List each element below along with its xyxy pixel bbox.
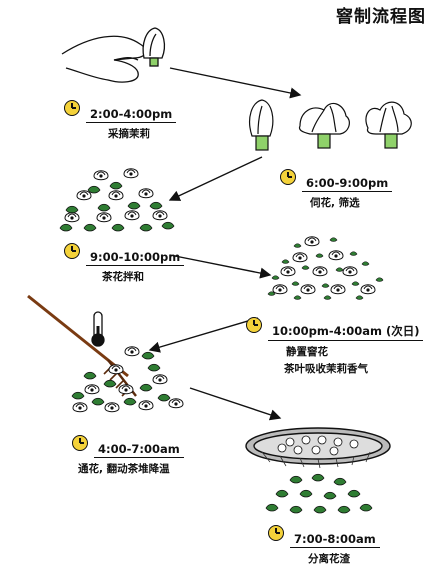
jasmine-buds	[249, 99, 412, 151]
step-picking: 2:00-4:00pm 采摘茉莉	[64, 100, 177, 141]
tea-flower-heap	[267, 236, 384, 300]
clock-icon	[280, 169, 296, 185]
step-time: 4:00-7:00am	[94, 442, 184, 458]
clock-icon	[268, 525, 284, 541]
step-desc-2: 茶叶吸收茉莉香气	[284, 363, 368, 375]
turned-heap	[71, 346, 184, 413]
step-time: 6:00-9:00pm	[302, 176, 393, 192]
clock-icon	[72, 435, 88, 451]
step-desc: 茶花拌和	[102, 271, 144, 283]
falling-tea-leaves	[265, 473, 373, 514]
clock-icon	[64, 243, 80, 259]
step-time: 2:00-4:00pm	[86, 107, 177, 123]
page-title: 窨制流程图	[336, 7, 426, 27]
step-time: 9:00-10:00pm	[86, 250, 185, 266]
step-time: 7:00-8:00am	[290, 532, 380, 548]
sieve-icon	[245, 427, 391, 469]
step-scenting: 10:00pm-4:00am (次日) 静置窨花 茶叶吸收茉莉香气	[246, 317, 424, 376]
clock-icon	[64, 100, 80, 116]
step-desc: 采摘茉莉	[108, 128, 150, 140]
step-desc: 通花, 翻动茶堆降温	[78, 463, 170, 475]
step-screening: 6:00-9:00pm 伺花, 筛选	[280, 169, 393, 210]
step-separating: 7:00-8:00am 分离花渣	[268, 525, 380, 566]
flow-arrows	[148, 67, 302, 421]
tea-flower-mix	[59, 168, 175, 232]
step-desc: 静置窨花	[286, 346, 328, 358]
clock-icon	[246, 317, 262, 333]
step-cooling: 4:00-7:00am 通花, 翻动茶堆降温	[72, 435, 184, 476]
step-desc: 伺花, 筛选	[310, 197, 360, 209]
rake-icon	[27, 294, 137, 397]
hand-picking-flower	[61, 27, 166, 83]
step-mixing: 9:00-10:00pm 茶花拌和	[64, 243, 185, 284]
step-time: 10:00pm-4:00am (次日)	[268, 323, 424, 341]
step-desc: 分离花渣	[308, 553, 350, 565]
thermometer-icon	[91, 311, 105, 347]
